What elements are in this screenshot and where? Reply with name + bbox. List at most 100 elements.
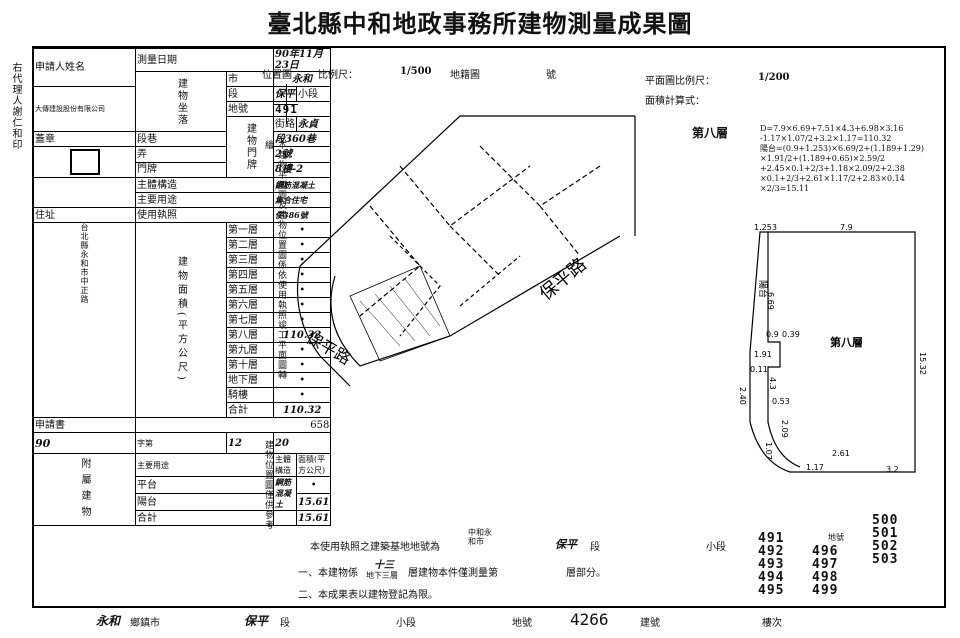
- dim-09: 0.9: [766, 330, 779, 339]
- total-label: 合計: [226, 402, 274, 418]
- lane-label: 弄: [135, 146, 227, 163]
- road-label-1: 保平路: [536, 254, 591, 305]
- apply-no: 658: [134, 417, 332, 433]
- license-label: 使用執照: [135, 207, 274, 223]
- footer-note-2e: 層部分。: [566, 568, 606, 579]
- bottom-lot-label: 地號: [512, 618, 532, 629]
- seal-stamp: [33, 146, 136, 178]
- structure-label: 主體構造: [135, 177, 274, 193]
- segment-label: 段巷: [135, 131, 227, 147]
- annex-use-1: 平台: [135, 476, 274, 494]
- annex-label: 附屬建物: [33, 453, 136, 526]
- dim-32: 3.2: [886, 465, 899, 474]
- footer-note-1: 本使用執照之建築基地地號為: [310, 542, 440, 553]
- lot-492: 492: [758, 544, 785, 559]
- building-location-label: 建物坐落: [135, 71, 227, 132]
- section-label: 段: [226, 86, 274, 102]
- plan-scale-value: 1/200: [758, 72, 790, 83]
- door-label: 建物門牌: [226, 116, 274, 178]
- use-label: 主要用途: [135, 192, 274, 208]
- dim-039: 0.39: [782, 330, 800, 339]
- footer-lot-label: 地號: [828, 533, 844, 542]
- annex-struct-label: 主體構造: [273, 453, 297, 477]
- cadastral-label: 地籍圖: [450, 70, 480, 81]
- bottom-build-no: 4266: [570, 610, 609, 629]
- bottom-town: 永和: [96, 614, 121, 628]
- lot-493: 493: [758, 557, 785, 572]
- dim-261: 2.61: [832, 449, 850, 458]
- address-label: 住址: [33, 207, 136, 223]
- dim-107: 1.07: [764, 442, 773, 460]
- survey-date-value: 90年11月23日: [272, 48, 332, 72]
- dim-053: 0.53: [772, 397, 790, 406]
- margin-note: 右代理人謝仁和印: [10, 62, 21, 150]
- roof-label: 騎樓: [226, 387, 274, 403]
- annex-struct-1: 鋼筋混凝土: [273, 476, 297, 511]
- building-form: 申請人姓名 測量日期 90年11月23日 建物坐落 市 永和 大傳建設股份有限公…: [33, 48, 332, 526]
- lots-column-1: 491 492 493 494 495: [758, 532, 784, 597]
- footer-note-3: 二、本成果表以建物登記為限。: [298, 590, 438, 601]
- formula-line-7: ×2/3=15.11: [760, 184, 810, 193]
- lot-502: 502: [872, 539, 899, 554]
- bottom-build-label: 建號: [640, 618, 660, 629]
- bottom-town-suffix: 鄉鎮市: [130, 618, 160, 629]
- annex-area-3: 15.61: [295, 510, 332, 526]
- calc-label: 面積計算式：: [645, 96, 705, 107]
- formula-line-1: D=7.9×6.69+7.51×4.3+6.98×3.16: [760, 124, 904, 133]
- floor-title: 第八層: [692, 126, 729, 140]
- formula-line-4: ×1.91/2+(1.189+0.65)×2.59/2: [760, 154, 885, 163]
- lot-501: 501: [872, 526, 899, 541]
- dim-1532: 15.32: [918, 352, 927, 375]
- scale-value: 1/500: [400, 66, 432, 77]
- annex-area-1: •: [295, 476, 332, 494]
- dim-669: 6.69: [766, 292, 775, 310]
- dim-43: 4.3: [768, 377, 777, 390]
- lot-500: 500: [872, 513, 899, 528]
- dim-79: 7.9: [840, 223, 853, 232]
- footer-subsection-suffix: 小段: [706, 542, 726, 553]
- road-label-2: 保平路: [303, 328, 354, 368]
- formula-block: D=7.9×6.69+7.51×4.3+6.98×3.16 -1.17×1.07…: [760, 124, 942, 194]
- formula-line-2: -1.17×1.07/2+3.2×1.17=110.32: [760, 134, 892, 143]
- formula-line-5: +2.45×0.1+2/3+1.18×2.09/2+2.38: [760, 164, 905, 173]
- footer-town: 中和永和市: [468, 528, 492, 546]
- scale-label: 比例尺：: [318, 70, 358, 81]
- lots-column-2: 496 497 498 499: [812, 545, 838, 597]
- annex-area-2: 15.61: [295, 493, 332, 511]
- location-map: 保平路 保平路: [297, 115, 636, 387]
- lot-498: 498: [812, 570, 839, 585]
- north-arrow-cross: [274, 104, 298, 105]
- dim-117: 1.17: [806, 463, 824, 472]
- balcony-label: 陽台: [757, 280, 769, 298]
- annex-use-label: 主要用途: [135, 453, 274, 477]
- lot-495: 495: [758, 583, 785, 598]
- dim-209: 2.09: [780, 420, 789, 438]
- lot-491: 491: [758, 531, 785, 546]
- footer-note-2d: 層建物本件僅測量第: [408, 568, 498, 579]
- footer-note-2a: 一、本建物係: [298, 568, 358, 579]
- position-label: 位置圖: [262, 70, 292, 81]
- formula-line-3: 陽台=(0.9+1.253)×6.69/2+(1.189+1.29): [760, 144, 924, 153]
- apply-word: 字第: [135, 432, 227, 454]
- bottom-section-suffix: 段: [280, 618, 290, 629]
- dim-240: 2.40: [738, 387, 747, 405]
- lot-499: 499: [812, 583, 839, 598]
- map-number-label: 號: [546, 70, 556, 81]
- plan-scale-label: 平面圖比例尺：: [645, 76, 715, 87]
- seal-label: 蓋章: [33, 131, 136, 147]
- dim-1253: 1.253: [754, 223, 777, 232]
- area-label: 建物面積(平方公尺): [135, 222, 227, 418]
- bottom-section: 保平: [244, 614, 269, 628]
- footer-note-2c: 地下三層: [366, 571, 398, 580]
- annex-area-label: 面積(平方公尺): [295, 453, 332, 477]
- annex-use-3: 合計: [135, 510, 274, 526]
- footer-note-2b: 十三: [374, 560, 394, 571]
- side-note-2: 建物位置圖僅供參考: [263, 440, 273, 530]
- apply-no-label: 申請書: [33, 417, 136, 433]
- annex-struct-3: [273, 510, 297, 526]
- floor-label: 第八層: [830, 335, 863, 349]
- lot-label: 地號: [226, 101, 274, 117]
- lot-496: 496: [812, 544, 839, 559]
- document-title: 臺北縣中和地政事務所建物測量成果圖: [267, 10, 693, 38]
- number-label: 門牌: [135, 161, 227, 178]
